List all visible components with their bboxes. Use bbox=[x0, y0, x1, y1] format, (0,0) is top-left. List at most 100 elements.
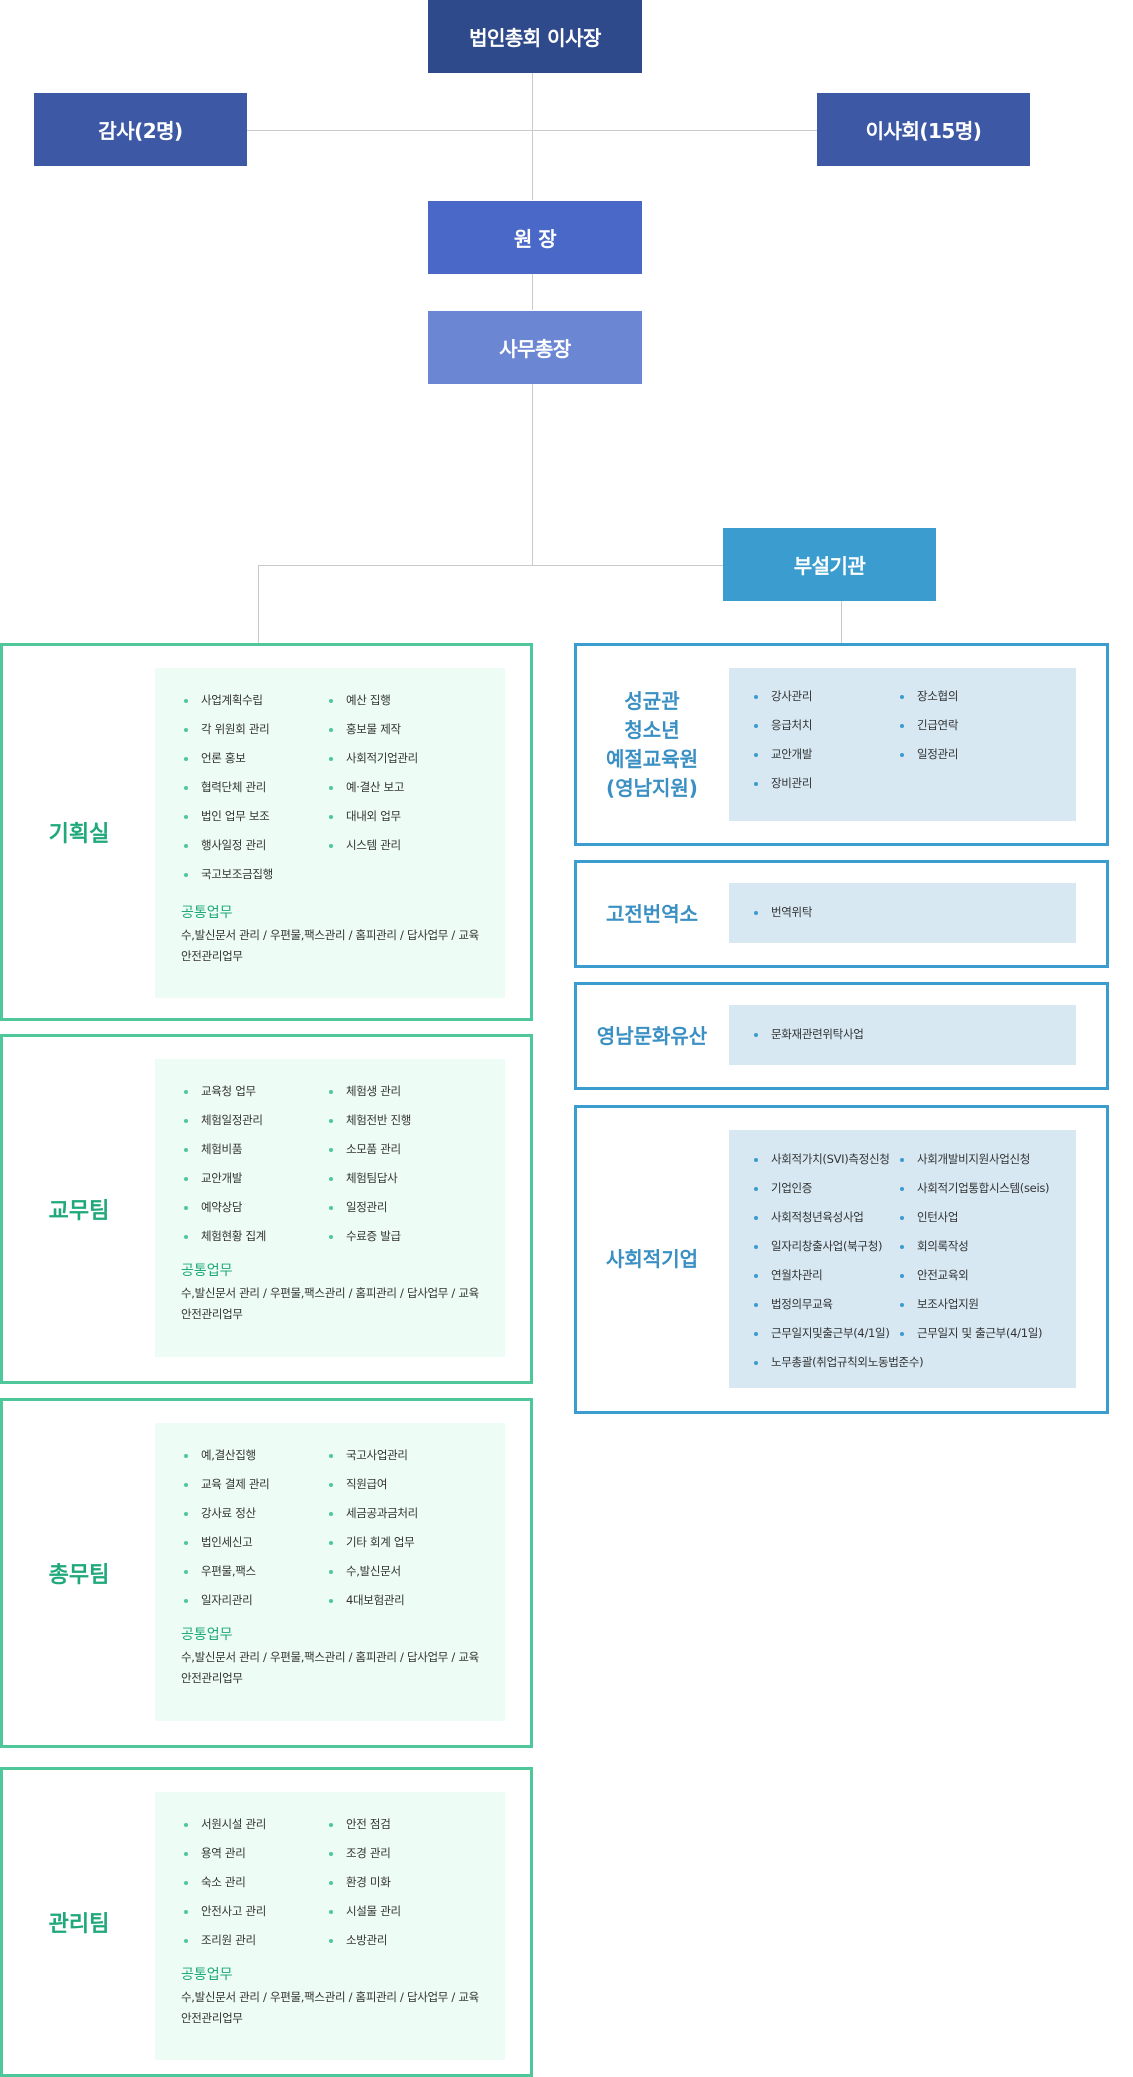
inst-title-line: 성균관 bbox=[624, 688, 680, 713]
duty-item: 교안개발 bbox=[751, 740, 897, 769]
duty-item: 수료증 발급 bbox=[326, 1222, 476, 1251]
duty-item: 교육청 업무 bbox=[181, 1077, 326, 1106]
inst-panel: 사회적가치(SVI)측정신청 사회개발비지원사업신청 기업인증 사회적기업통합시… bbox=[729, 1130, 1076, 1388]
duty-item: 예,결산집행 bbox=[181, 1441, 326, 1470]
common-duty-text: 수,발신문서 관리 / 우편물,팩스관리 / 홈피관리 / 답사업무 / 교육 … bbox=[181, 1990, 479, 2025]
inst-title-line: 예절교육원 bbox=[606, 746, 698, 771]
duty-item: 일자리관리 bbox=[181, 1586, 326, 1615]
common-duty-title: 공통업무 bbox=[181, 1263, 233, 1279]
dept-facility: 관리팀 서원시설 관리 안전 점검 용역 관리 조경 관리 숙소 관리 환경 미… bbox=[0, 1767, 533, 2077]
duty-item: 소모품 관리 bbox=[326, 1135, 476, 1164]
duty-item: 일자리창출사업(북구청) bbox=[751, 1232, 897, 1261]
duty-item: 장비관리 bbox=[751, 769, 897, 798]
duty-item: 체험현황 집계 bbox=[181, 1222, 326, 1251]
duty-item: 서원시설 관리 bbox=[181, 1810, 326, 1839]
duty-item: 사회개발비지원사업신청 bbox=[897, 1145, 1072, 1174]
connector-director-secretary bbox=[532, 274, 533, 310]
duty-list: 예,결산집행 국고사업관리 교육 결제 관리 직원급여 강사료 정산 세금공과금… bbox=[181, 1441, 505, 1615]
inst-panel: 문화재관련위탁사업 bbox=[729, 1005, 1076, 1065]
duty-item: 일정관리 bbox=[326, 1193, 476, 1222]
duty-item: 근무일지및출근부(4/1일) bbox=[751, 1319, 897, 1348]
inst-panel: 강사관리 장소협의 응급처치 긴급연락 교안개발 일정관리 장비관리 bbox=[729, 668, 1076, 821]
duty-item: 숙소 관리 bbox=[181, 1868, 326, 1897]
duty-item: 조경 관리 bbox=[326, 1839, 476, 1868]
duty-item: 소방관리 bbox=[326, 1926, 476, 1955]
duty-item: 문화재관련위탁사업 bbox=[751, 1020, 1076, 1049]
duty-item: 안전사고 관리 bbox=[181, 1897, 326, 1926]
common-duty-title: 공통업무 bbox=[181, 1967, 233, 1983]
duty-item: 사회적기업관리 bbox=[326, 744, 476, 773]
duty-item: 근무일지 및 출근부(4/1일) bbox=[897, 1319, 1072, 1348]
dept-title: 관리팀 bbox=[48, 1912, 110, 1937]
duty-item: 일정관리 bbox=[897, 740, 1067, 769]
duty-list: 교육청 업무 체험생 관리 체험일정관리 체험전반 진행 체험비품 소모품 관리… bbox=[181, 1077, 505, 1251]
duty-item: 예산 집행 bbox=[326, 686, 476, 715]
dept-planning: 기획실 사업계획수립 예산 집행 각 위원회 관리 홍보물 제작 언론 홍보 사… bbox=[0, 643, 533, 1021]
common-duty-text: 수,발신문서 관리 / 우편물,팩스관리 / 홈피관리 / 답사업무 / 교육 … bbox=[181, 928, 479, 963]
duty-item: 장소협의 bbox=[897, 682, 1067, 711]
duty-item: 체험일정관리 bbox=[181, 1106, 326, 1135]
common-duty-title: 공통업무 bbox=[181, 1627, 233, 1643]
duty-item: 사업계획수립 bbox=[181, 686, 326, 715]
duty-item: 법인 업무 보조 bbox=[181, 802, 326, 831]
duty-item: 보조사업지원 bbox=[897, 1290, 1072, 1319]
dept-title: 기획실 bbox=[48, 822, 110, 847]
duty-item: 환경 미화 bbox=[326, 1868, 476, 1897]
duty-item: 국고보조금집행 bbox=[181, 860, 326, 889]
duty-item: 체험전반 진행 bbox=[326, 1106, 476, 1135]
connector-to-departments bbox=[258, 565, 259, 643]
inst-title: 고전번역소 bbox=[606, 901, 698, 926]
dept-panel: 교육청 업무 체험생 관리 체험일정관리 체험전반 진행 체험비품 소모품 관리… bbox=[155, 1059, 505, 1357]
duty-item: 시스템 관리 bbox=[326, 831, 476, 860]
duty-item: 행사일정 관리 bbox=[181, 831, 326, 860]
duty-item: 4대보험관리 bbox=[326, 1586, 476, 1615]
secretary-box: 사무총장 bbox=[428, 311, 642, 384]
affiliate-box: 부설기관 bbox=[723, 528, 936, 601]
duty-item: 인턴사업 bbox=[897, 1203, 1072, 1232]
duty-item: 홍보물 제작 bbox=[326, 715, 476, 744]
dept-panel: 예,결산집행 국고사업관리 교육 결제 관리 직원급여 강사료 정산 세금공과금… bbox=[155, 1423, 505, 1721]
inst-classics-translation: 고전번역소 번역위탁 bbox=[574, 860, 1109, 968]
duty-item: 우편물,팩스 bbox=[181, 1557, 326, 1586]
duty-item: 체험비품 bbox=[181, 1135, 326, 1164]
duty-item: 강사관리 bbox=[751, 682, 897, 711]
duty-item: 조리원 관리 bbox=[181, 1926, 326, 1955]
duty-item: 번역위탁 bbox=[751, 898, 1076, 927]
common-duty-text: 수,발신문서 관리 / 우편물,팩스관리 / 홈피관리 / 답사업무 / 교육 … bbox=[181, 1286, 479, 1321]
duty-item: 법인세신고 bbox=[181, 1528, 326, 1557]
duty-item: 예·결산 보고 bbox=[326, 773, 476, 802]
connector-secretary-down bbox=[532, 384, 533, 565]
inst-title-line: (영남지원) bbox=[606, 775, 698, 800]
duty-item: 사회적기업통합시스템(seis) bbox=[897, 1174, 1072, 1203]
duty-list: 사회적가치(SVI)측정신청 사회개발비지원사업신청 기업인증 사회적기업통합시… bbox=[751, 1145, 1076, 1377]
duty-item: 세금공과금처리 bbox=[326, 1499, 476, 1528]
dept-academic: 교무팀 교육청 업무 체험생 관리 체험일정관리 체험전반 진행 체험비품 소모… bbox=[0, 1034, 533, 1384]
duty-item: 응급처치 bbox=[751, 711, 897, 740]
duty-item: 각 위원회 관리 bbox=[181, 715, 326, 744]
duty-item: 예약상담 bbox=[181, 1193, 326, 1222]
dept-panel: 사업계획수립 예산 집행 각 위원회 관리 홍보물 제작 언론 홍보 사회적기업… bbox=[155, 668, 505, 998]
duty-item: 안전교육외 bbox=[897, 1261, 1072, 1290]
director-box: 원 장 bbox=[428, 201, 642, 274]
inst-title-line: 청소년 bbox=[624, 717, 680, 742]
duty-item: 기타 회계 업무 bbox=[326, 1528, 476, 1557]
duty-item: 기업인증 bbox=[751, 1174, 897, 1203]
duty-list: 서원시설 관리 안전 점검 용역 관리 조경 관리 숙소 관리 환경 미화 안전… bbox=[181, 1810, 505, 1955]
duty-item: 교안개발 bbox=[181, 1164, 326, 1193]
duty-item: 교육 결제 관리 bbox=[181, 1470, 326, 1499]
connector-branch-horizontal bbox=[258, 565, 723, 566]
duty-item: 사회적청년육성사업 bbox=[751, 1203, 897, 1232]
inst-title: 사회적기업 bbox=[606, 1247, 698, 1271]
inst-title: 영남문화유산 bbox=[596, 1023, 708, 1048]
connector-auditor-board bbox=[247, 130, 817, 131]
duty-list: 강사관리 장소협의 응급처치 긴급연락 교안개발 일정관리 장비관리 bbox=[751, 682, 1076, 798]
duty-item: 대내외 업무 bbox=[326, 802, 476, 831]
duty-item: 용역 관리 bbox=[181, 1839, 326, 1868]
inst-panel: 번역위탁 bbox=[729, 883, 1076, 943]
chairman-box: 법인총회 이사장 bbox=[428, 0, 642, 73]
dept-general-affairs: 총무팀 예,결산집행 국고사업관리 교육 결제 관리 직원급여 강사료 정산 세… bbox=[0, 1398, 533, 1748]
duty-list: 사업계획수립 예산 집행 각 위원회 관리 홍보물 제작 언론 홍보 사회적기업… bbox=[181, 686, 505, 889]
duty-item: 체험생 관리 bbox=[326, 1077, 476, 1106]
duty-item: 국고사업관리 bbox=[326, 1441, 476, 1470]
dept-title: 교무팀 bbox=[48, 1199, 110, 1224]
